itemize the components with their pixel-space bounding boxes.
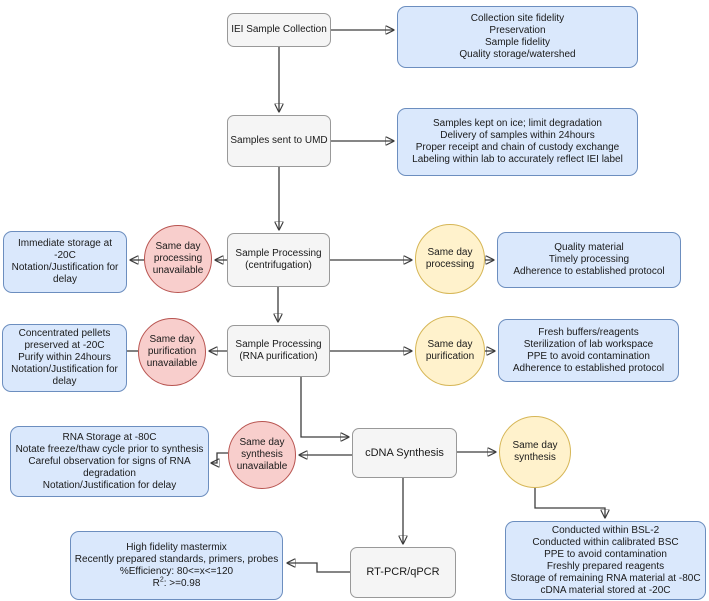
connector-rtpcr-to-quality-info <box>288 563 350 573</box>
node-sample-processing-rna-purification: Sample Processing(RNA purification) <box>227 325 330 377</box>
r-squared-rest: : >=0.98 <box>163 577 201 589</box>
node-rt-pcr-qpcr: RT-PCR/qPCR <box>350 547 456 598</box>
node-label: Sample Processing(RNA purification) <box>235 338 322 363</box>
node-label: Sample Processing(centrifugation) <box>235 247 322 272</box>
r-squared-criterion: R2: >=0.98 <box>152 576 201 590</box>
connector-synthesis-unavailable-to-info <box>212 452 228 463</box>
connector-same-day-synthesis-to-info <box>534 488 605 517</box>
node-label: Samples sent to UMD <box>230 134 328 146</box>
node-label: cDNA Synthesis <box>365 446 444 459</box>
node-sample-processing-centrifugation: Sample Processing(centrifugation) <box>227 233 330 287</box>
r-squared-base: R <box>152 577 160 589</box>
node-samples-sent-to-umd: Samples sent to UMD <box>227 115 331 167</box>
node-cdna-synthesis: cDNA Synthesis <box>352 428 457 478</box>
node-label: IEI Sample Collection <box>231 23 327 35</box>
node-iei-sample-collection: IEI Sample Collection <box>227 13 331 47</box>
node-label: RT-PCR/qPCR <box>366 566 440 579</box>
connector-rna-to-cdna <box>300 377 348 437</box>
r-squared-sup: 2 <box>159 576 164 584</box>
